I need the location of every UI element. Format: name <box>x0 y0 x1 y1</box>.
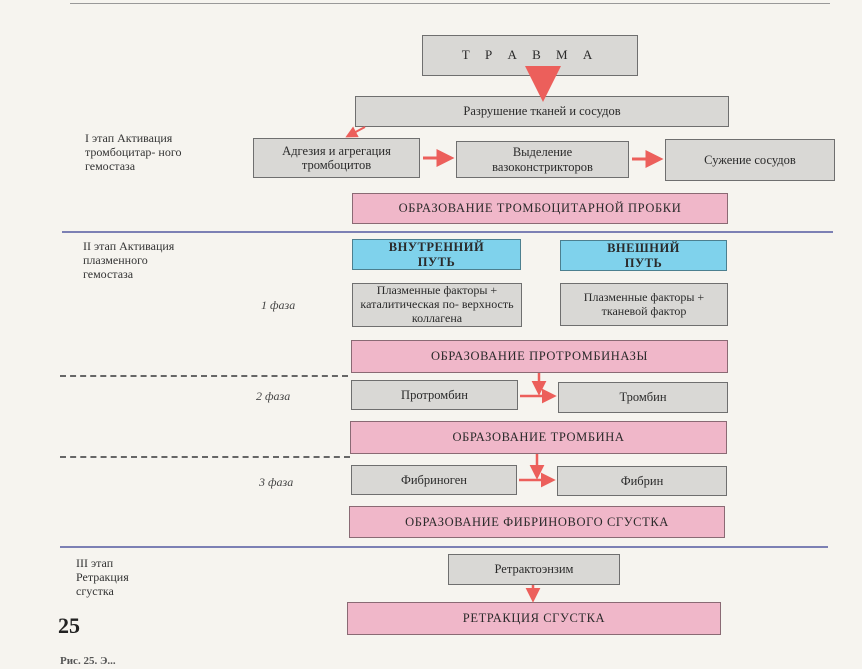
stage3-label: III этап Ретракция сгустка <box>76 556 129 598</box>
phase2-label: 2 фаза <box>256 389 291 403</box>
stage2-label: II этап Активация плазменного гемостаза <box>83 239 175 281</box>
top-rule <box>70 3 830 4</box>
stage1-label: I этап Активация тромбоцитар- ного гемос… <box>85 131 182 173</box>
vasoconstrictors-box: Выделение вазоконстрикторов <box>456 141 629 178</box>
trauma-box: Т Р А В М А <box>422 35 638 76</box>
phase-divider-2 <box>60 456 350 458</box>
platelet-plug-box: ОБРАЗОВАНИЕ ТРОМБОЦИТАРНОЙ ПРОБКИ <box>352 193 728 224</box>
internal-path-box: ВНУТРЕННИЙ ПУТЬ <box>352 239 521 270</box>
fibrinogen-box: Фибриноген <box>351 465 517 495</box>
adhesion-box: Адгезия и агрегация тромбоцитов <box>253 138 420 178</box>
prothrombin-box: Протромбин <box>351 380 518 410</box>
thrombin-box: Тромбин <box>558 382 728 413</box>
clot-retraction-box: РЕТРАКЦИЯ СГУСТКА <box>347 602 721 635</box>
arrow-destruction-to-adhesion <box>345 126 366 138</box>
external-path-box: ВНЕШНИЙ ПУТЬ <box>560 240 727 271</box>
retractoenzyme-box: Ретрактоэнзим <box>448 554 620 585</box>
prothrombinase-box: ОБРАЗОВАНИЕ ПРОТРОМБИНАЗЫ <box>351 340 728 373</box>
fibrin-box: Фибрин <box>557 466 727 496</box>
page-number: 25 <box>58 613 80 638</box>
phase-divider-1 <box>60 375 348 377</box>
thrombin-formation-box: ОБРАЗОВАНИЕ ТРОМБИНА <box>350 421 727 454</box>
stage-divider-1 <box>62 231 833 233</box>
vessel-narrowing-box: Сужение сосудов <box>665 139 835 181</box>
internal-factors-box: Плазменные факторы + каталитическая по- … <box>352 283 522 327</box>
stage-divider-2 <box>60 546 828 548</box>
fibrin-clot-box: ОБРАЗОВАНИЕ ФИБРИНОВОГО СГУСТКА <box>349 506 725 538</box>
phase1-label: 1 фаза <box>261 298 296 312</box>
phase3-label: 3 фаза <box>259 475 294 489</box>
external-factors-box: Плазменные факторы + тканевой фактор <box>560 283 728 326</box>
figure-caption: Рис. 25. Э... <box>60 655 116 667</box>
